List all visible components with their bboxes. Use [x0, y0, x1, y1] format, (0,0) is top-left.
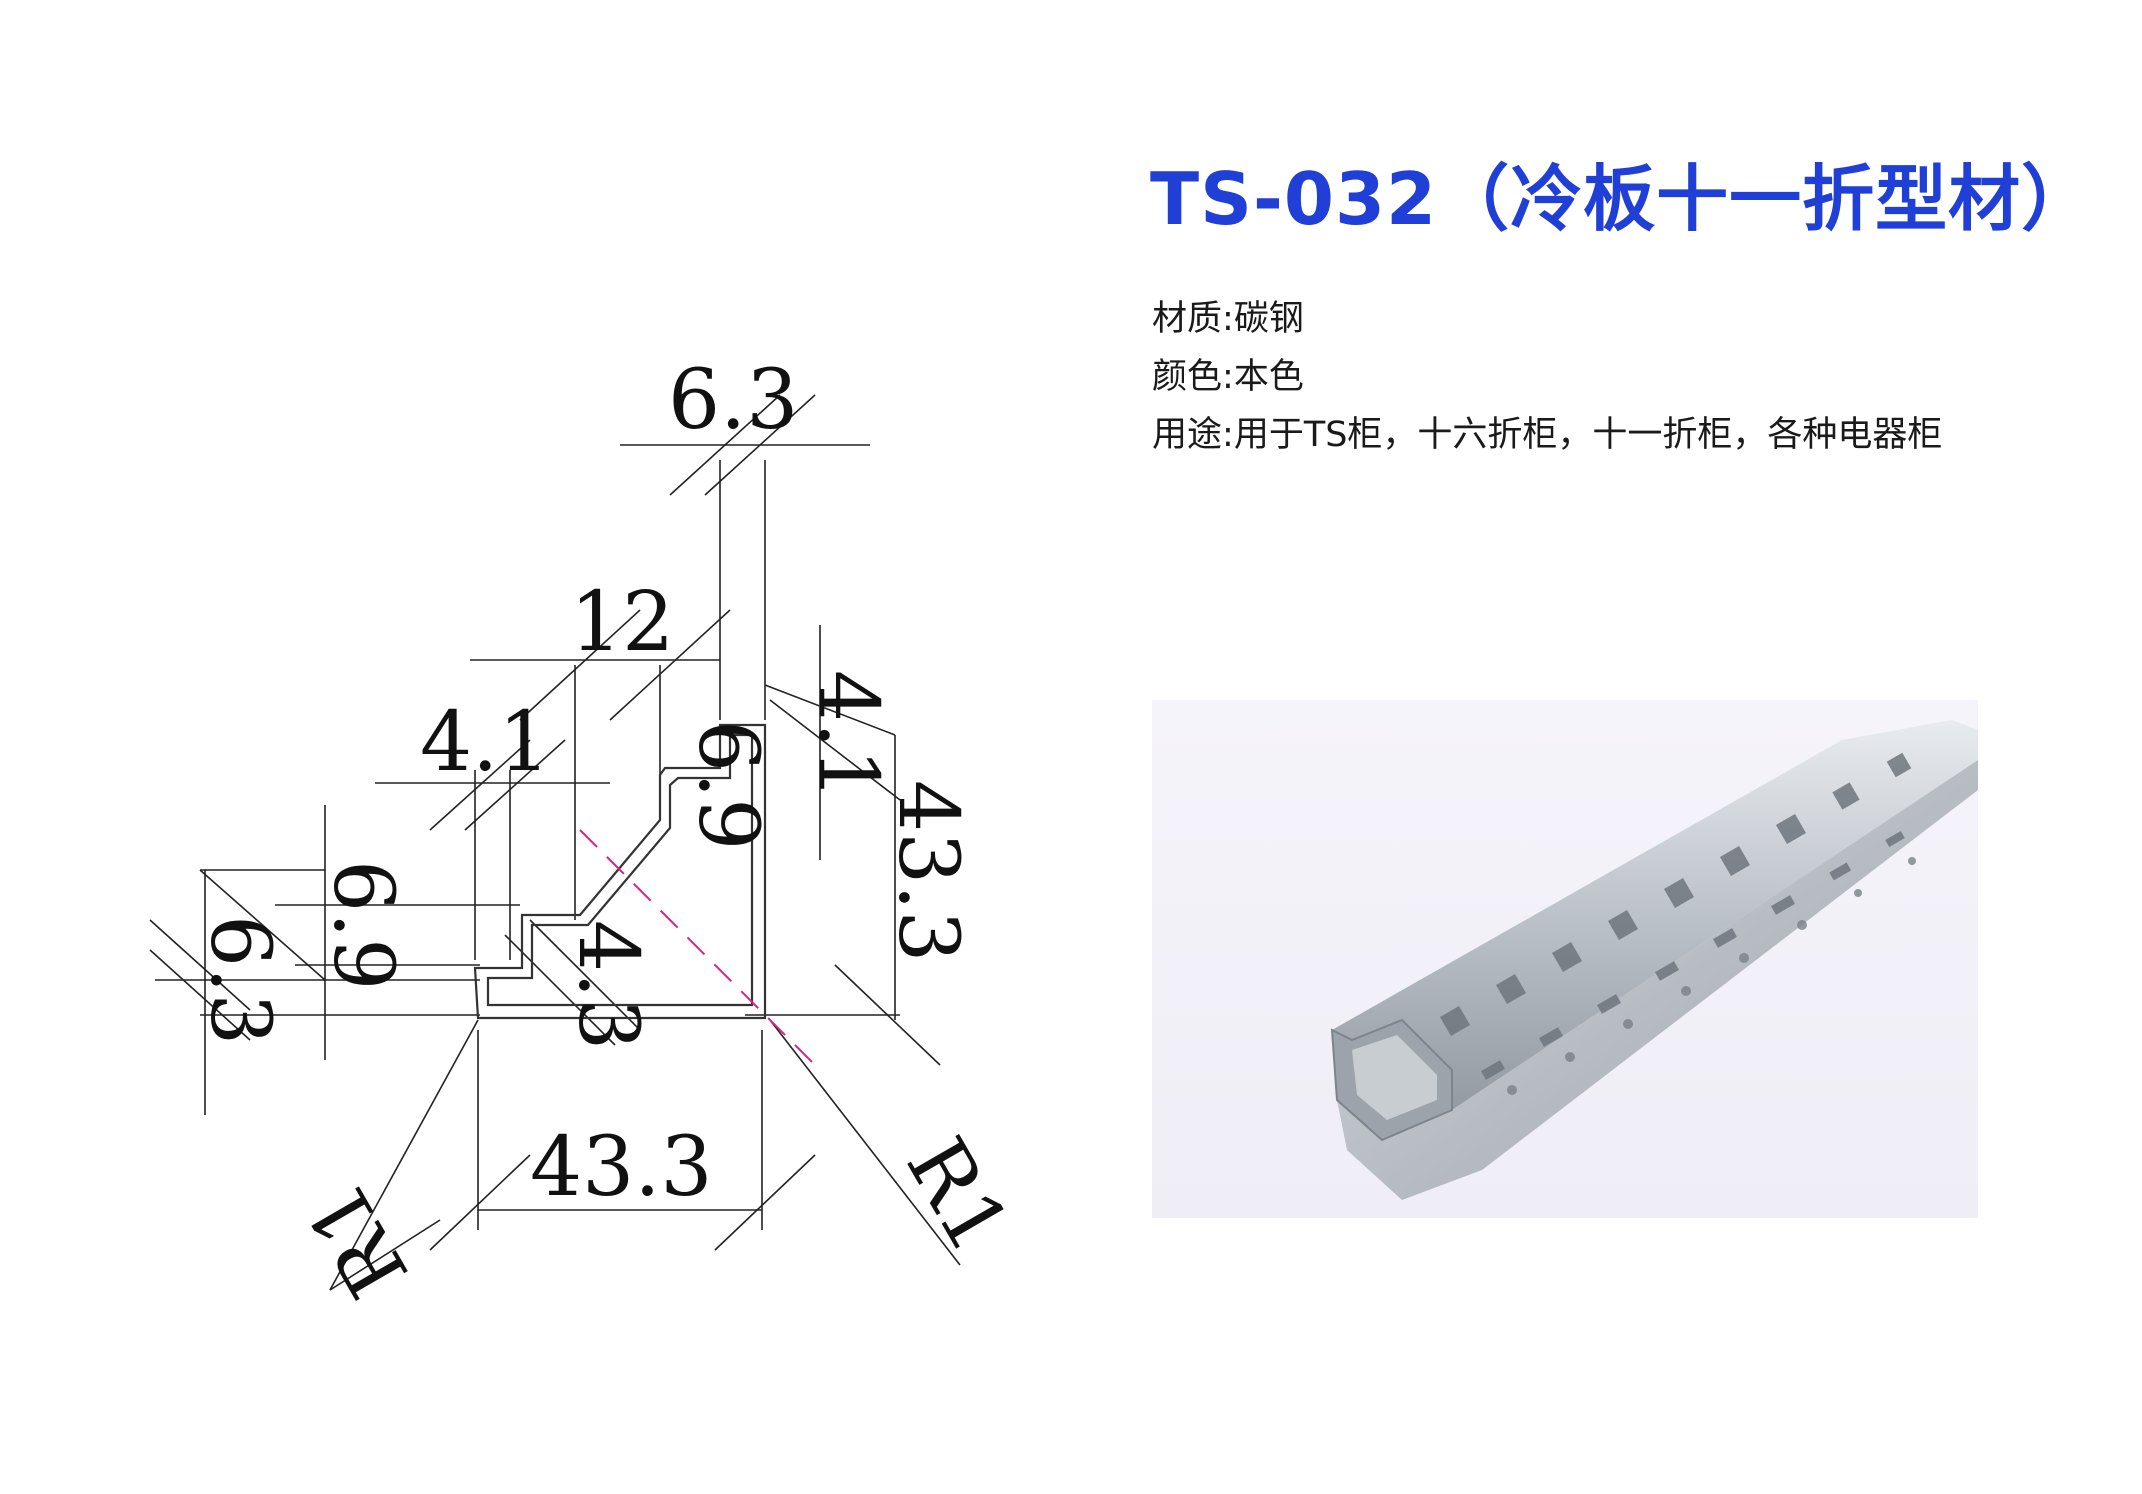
spec-value: 用于TS柜，十六折柜，十一折柜，各种电器柜	[1233, 415, 1943, 455]
center-line	[579, 829, 816, 1066]
spec-value: 碳钢	[1233, 299, 1304, 339]
radius-text: R1	[888, 1123, 1027, 1269]
radius-text: R1	[288, 1166, 427, 1312]
dimension-text: 4.3	[560, 920, 655, 1050]
dimension-text: 4.1	[420, 695, 550, 790]
profile-outline	[473, 723, 767, 1020]
spec-list: 材质:碳钢 颜色:本色 用途:用于TS柜，十六折柜，十一折柜，各种电器柜	[1152, 290, 1942, 464]
spec-material: 材质:碳钢	[1152, 299, 1304, 339]
dimension-text: 43.3	[530, 1120, 713, 1215]
dimension-text: 6.9	[315, 860, 410, 990]
profile-technical-drawing: 6.3 12 4.1 6.9 4.1 43.3 6.9 6.3 4.3 43.3…	[149, 353, 1027, 1313]
dimension-text: 6.9	[680, 720, 775, 850]
dimension-text: 43.3	[880, 780, 975, 963]
dimension-text: 6.3	[668, 353, 798, 448]
spec-color: 颜色:本色	[1152, 357, 1304, 397]
spec-label: 材质	[1152, 299, 1223, 339]
spec-usage: 用途:用于TS柜，十六折柜，十一折柜，各种电器柜	[1152, 415, 1943, 455]
spec-label: 颜色	[1152, 357, 1223, 397]
spec-value: 本色	[1233, 357, 1304, 397]
dimension-text: 6.3	[192, 915, 287, 1045]
spec-label: 用途	[1152, 415, 1223, 455]
dimension-lines	[149, 394, 961, 1291]
dimension-text: 4.1	[800, 670, 895, 800]
page-title: TS-032（冷板十一折型材）	[1150, 157, 2095, 241]
profile-bar-image	[1330, 720, 1978, 1200]
product-photo	[1152, 700, 1978, 1218]
dimension-text: 12	[570, 575, 674, 670]
